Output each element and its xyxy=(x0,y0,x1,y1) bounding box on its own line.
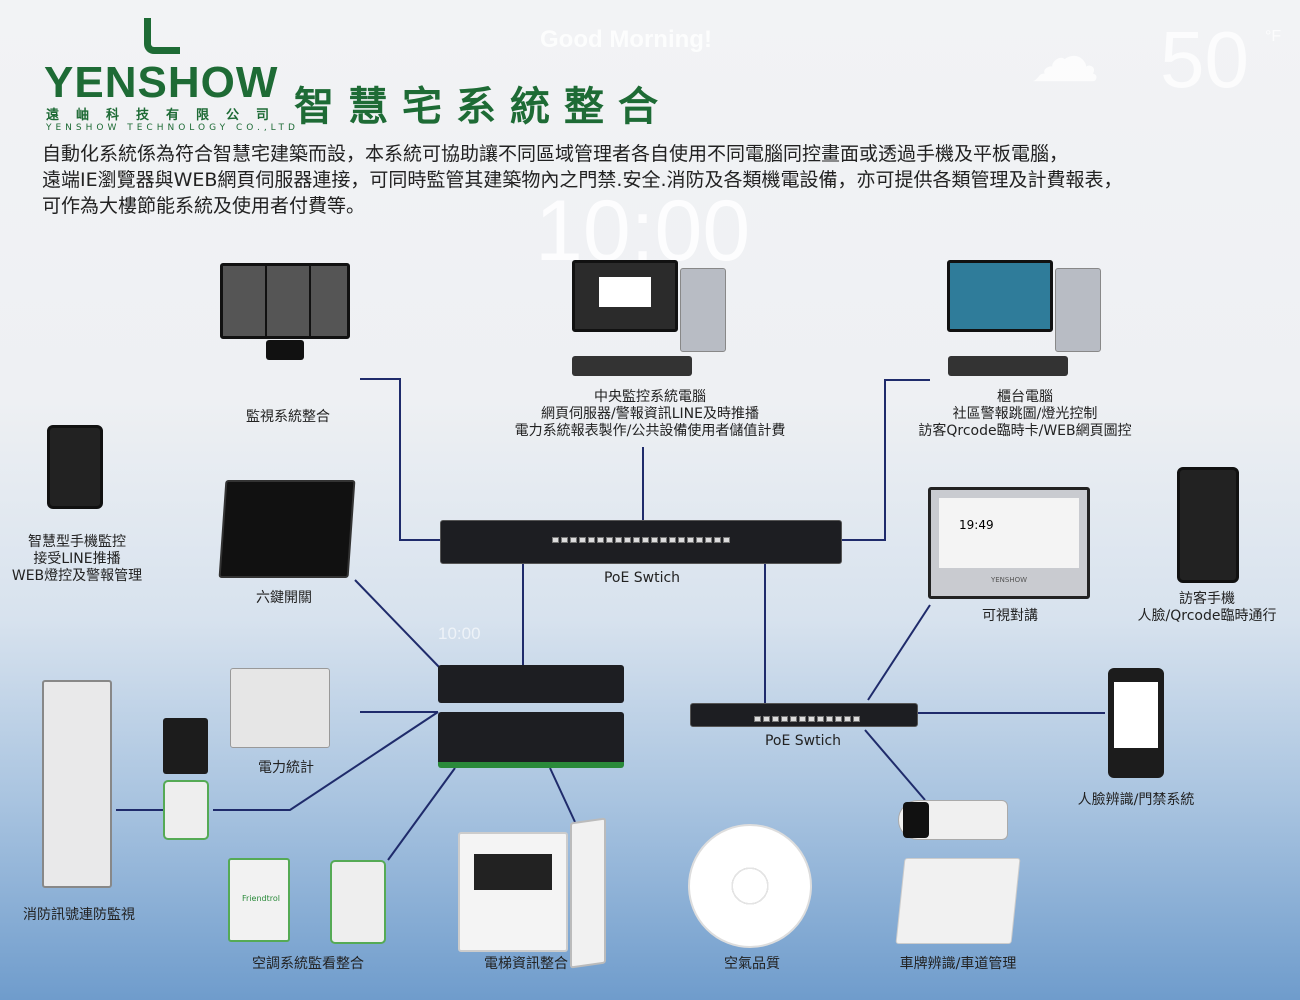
line-hvac xyxy=(387,767,456,861)
visitor-phone xyxy=(1177,467,1239,583)
label-air: 空氣品質 xyxy=(724,956,780,972)
bg-weather-icon: ☁ xyxy=(1030,18,1100,96)
page-title: 智慧宅系統整合 xyxy=(294,84,672,130)
monitor-stand xyxy=(266,340,304,360)
label-line: 訪客手機 xyxy=(1178,591,1235,607)
line-counter xyxy=(842,379,930,541)
logo-company-en: YENSHOW TECHNOLOGY CO.,LTD xyxy=(46,123,299,133)
bg-greeting: Good Morning! xyxy=(540,26,712,53)
hvac-module-small xyxy=(330,860,386,944)
label-line: 網頁伺服器/警報資訊LINE及時推播 xyxy=(541,406,759,422)
intercom-time: 19:49 xyxy=(959,518,994,532)
intercom-screen: 19:49 xyxy=(939,498,1079,568)
label-counter: 櫃台電腦 社區警報跳圖/燈光控制 訪客Qrcode臨時卡/WEB網頁圖控 xyxy=(918,389,1131,440)
central-pc-tower xyxy=(680,268,726,352)
label-switch6: 六鍵開關 xyxy=(256,590,312,606)
label-phone: 智慧型手機監控 接受LINE推播 WEB燈控及警報管理 xyxy=(12,534,142,585)
bg-temperature: 50 xyxy=(1160,15,1249,104)
fire-panel xyxy=(42,680,112,888)
line-camera xyxy=(864,729,926,801)
controller-bottom xyxy=(438,712,624,768)
elevator-cabinet xyxy=(458,832,568,952)
label-central: 中央監控系統電腦 網頁伺服器/警報資訊LINE及時推播 電力系統報表製作/公共設… xyxy=(515,389,786,440)
bg-time-small: 10:00 xyxy=(438,624,481,643)
label-fire: 消防訊號連防監視 xyxy=(23,907,135,923)
label-line: 智慧型手機監控 xyxy=(27,534,126,550)
central-pc-monitor xyxy=(572,260,678,332)
counter-pc-tower xyxy=(1055,268,1101,352)
description: 自動化系統係為符合智慧宅建築而設，本系統可協助讓不同區域管理者各自使用不同電腦同… xyxy=(42,141,1292,219)
power-meter xyxy=(230,668,330,748)
line-power xyxy=(213,711,439,811)
label-poe1: PoE Swtich xyxy=(603,570,681,586)
label-line: 人臉/Qrcode臨時通行 xyxy=(1137,608,1277,624)
label-face: 人臉辨識/門禁系統 xyxy=(1077,792,1195,808)
label-elevator: 電梯資訊整合 xyxy=(484,956,568,972)
smartphone xyxy=(47,425,103,509)
counter-pc-keyboard xyxy=(948,356,1068,376)
label-line: 中央監控系統電腦 xyxy=(594,389,706,405)
label-cctv: 監視系統整合 xyxy=(246,409,330,425)
label-hvac: 空調系統監看整合 xyxy=(252,956,364,972)
line-cctv xyxy=(360,378,440,541)
six-key-switch xyxy=(218,480,356,578)
counter-pc-monitor xyxy=(947,260,1053,332)
logo-company-cn: 遠岫科技有限公司 xyxy=(46,108,287,123)
cctv-monitor xyxy=(220,263,350,339)
intercom-brand: YENSHOW xyxy=(990,576,1028,584)
fire-gateway xyxy=(163,718,208,774)
label-power: 電力統計 xyxy=(258,760,314,776)
hvac-module-large: Friendtrol xyxy=(228,858,290,942)
label-poe2: PoE Swtich xyxy=(764,733,842,749)
label-line: 訪客Qrcode臨時卡/WEB網頁圖控 xyxy=(918,423,1132,439)
face-recognition-terminal xyxy=(1108,668,1164,778)
fire-io-module xyxy=(163,780,209,840)
label-line: WEB燈控及警報管理 xyxy=(11,568,143,584)
description-line: 可作為大樓節能系統及使用者付費等。 xyxy=(42,195,366,217)
poe-switch-main xyxy=(440,520,842,564)
logo-brand: YENSHOW xyxy=(44,58,279,107)
logo-mark xyxy=(144,18,180,54)
line-switch6 xyxy=(354,579,441,669)
controller-top xyxy=(438,665,624,703)
label-line: 接受LINE推播 xyxy=(33,551,121,567)
bg-unit: °F xyxy=(1265,28,1282,45)
elevator-cabinet-door xyxy=(570,817,606,969)
label-plate: 車牌辨識/車道管理 xyxy=(899,956,1017,972)
description-line: 自動化系統係為符合智慧宅建築而設，本系統可協助讓不同區域管理者各自使用不同電腦同… xyxy=(42,143,1069,165)
label-intercom: 可視對講 xyxy=(982,608,1038,624)
plate-reader xyxy=(895,858,1021,944)
poe-switch-secondary xyxy=(690,703,918,727)
line-elevator xyxy=(549,767,576,823)
bullet-camera xyxy=(898,800,1008,840)
module-brand: Friendtrol xyxy=(242,894,280,903)
label-line: 社區警報跳圖/燈光控制 xyxy=(952,406,1098,422)
air-quality-sensor xyxy=(688,824,812,948)
label-visitor: 訪客手機 人臉/Qrcode臨時通行 xyxy=(1138,591,1277,625)
label-line: 電力系統報表製作/公共設備使用者儲值計費 xyxy=(514,423,786,439)
line-intercom xyxy=(867,604,931,701)
description-line: 遠端IE瀏覽器與WEB網頁伺服器連接，可同時監管其建築物內之門禁.安全.消防及各… xyxy=(42,169,1123,191)
label-line: 櫃台電腦 xyxy=(997,389,1053,405)
central-pc-keyboard xyxy=(572,356,692,376)
intercom-panel: 19:49 YENSHOW xyxy=(928,487,1090,599)
